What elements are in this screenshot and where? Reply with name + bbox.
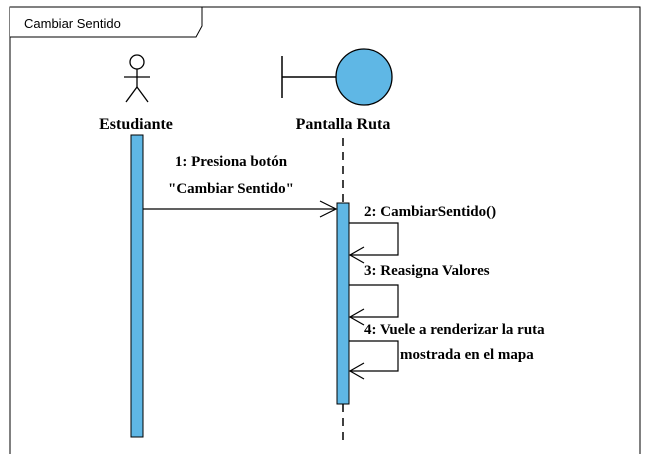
message-3-arrow [349, 284, 399, 318]
message-3-label: 3: Reasigna Valores [364, 263, 490, 279]
message-4-label-line1: 4: Vuele a renderizar la ruta [364, 322, 545, 338]
message-4-arrow [349, 340, 399, 372]
message-4-label-line2: mostrada en el mapa [400, 347, 534, 363]
participant-pantalla-ruta: Pantalla Ruta [296, 116, 391, 133]
message-3-arrowhead [348, 308, 365, 326]
boundary-icon [281, 48, 393, 106]
participant-estudiante: Estudiante [99, 116, 173, 133]
activation-pantalla-ruta [336, 202, 350, 405]
frame-title-tab [10, 6, 203, 38]
message-2-arrowhead [348, 246, 365, 264]
diagram-frame [9, 6, 641, 454]
message-1-label-line2: "Cambiar Sentido" [168, 181, 294, 197]
message-1-arrowhead [319, 200, 338, 218]
message-2-arrow [349, 222, 399, 256]
message-1-label-line1: 1: Presiona botón [175, 154, 288, 170]
message-2-label: 2: CambiarSentido() [364, 204, 496, 220]
activation-estudiante [130, 134, 144, 438]
message-4-arrowhead [348, 362, 365, 380]
actor-icon [124, 54, 150, 103]
frame-title: Cambiar Sentido [24, 16, 121, 31]
